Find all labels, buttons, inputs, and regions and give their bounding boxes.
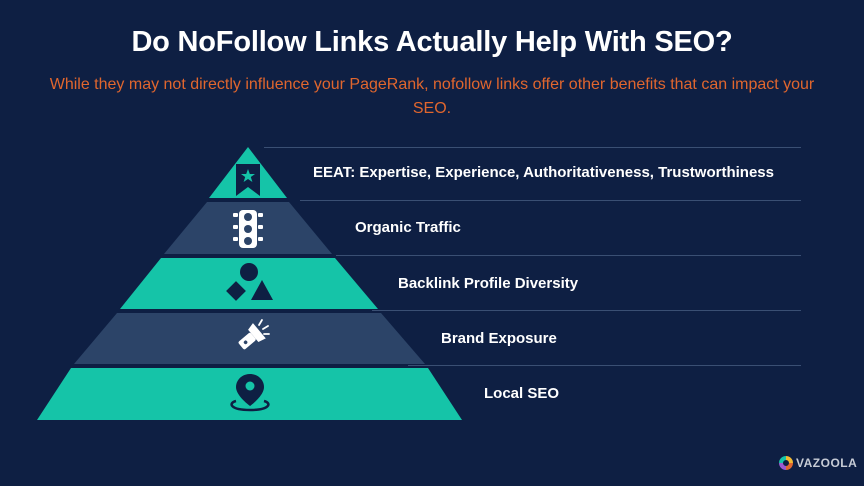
shapes-icon [226,263,273,301]
flashlight-icon [238,319,270,350]
tier-label-brand-exposure: Brand Exposure [441,330,557,347]
traffic-light-icon [233,210,263,248]
vazoola-logo-icon [779,456,793,470]
tier-label-organic-traffic: Organic Traffic [355,219,461,236]
page-subtitle: While they may not directly influence yo… [49,76,815,117]
pyramid-tier-3 [120,258,378,309]
vazoola-logo-text: VAZOOLA [796,456,858,470]
location-pin-icon [230,374,270,412]
vazoola-logo: VAZOOLA [778,454,857,472]
page-title: Do NoFollow Links Actually Help With SEO… [131,26,733,58]
tier-dividers [264,147,801,366]
tier-label-local-seo: Local SEO [484,385,560,402]
tier-label-backlink-diversity: Backlink Profile Diversity [398,275,579,292]
tier-label-eeat: EEAT: Expertise, Experience, Authoritati… [313,164,774,181]
bookmark-star-icon [236,164,260,196]
